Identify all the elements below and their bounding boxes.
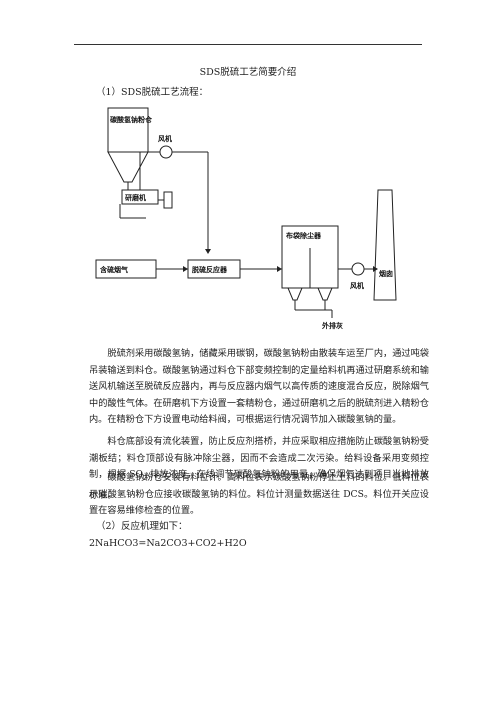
silo-label: 碳酸氢钠粉仓	[110, 115, 153, 124]
fan-top-icon	[159, 145, 173, 159]
paragraph-level-meter: 碳酸氢钠粉仓安装有料位计。高料位表示碳酸氢钠粉停止上料的料位。低料位表示碳酸氢钠…	[89, 472, 429, 517]
motor-box	[163, 191, 173, 209]
reaction-formula: 2NaHCO3=Na2CO3+CO2+H2O	[89, 538, 247, 549]
mill-label: 研磨机	[125, 193, 146, 202]
ash-label: 外排灰	[322, 321, 343, 330]
section-heading-mechanism: （2）反应机理如下：	[96, 521, 188, 532]
fan-right-icon	[351, 262, 365, 276]
chimney-label: 烟囱	[379, 269, 393, 278]
chimney-shape	[373, 189, 397, 301]
bagfilter-label: 布袋除尘器	[286, 231, 322, 240]
paragraph-process: 脱硫剂采用碳酸氢钠，储藏采用碳钢，碳酸氢钠粉由散装车运至厂内，通过吨袋吊装输送到…	[89, 348, 429, 426]
process-flow-diagram: 碳酸氢钠粉仓 风机 研磨机 含硫烟气 脱硫反应器 布袋除尘器 风机 烟囱 外排灰	[95, 107, 397, 330]
flue-gas-label: 含硫烟气	[100, 265, 128, 274]
silo-hopper	[107, 151, 149, 183]
header-rule	[74, 44, 422, 45]
silo-box	[107, 107, 149, 153]
fan-top-label: 风机	[158, 134, 172, 143]
fan-right-label: 风机	[350, 281, 364, 290]
reactor-label: 脱硫反应器	[192, 265, 228, 274]
document-title: SDS脱硫工艺简要介绍	[199, 67, 297, 78]
section-heading-process: （1）SDS脱硫工艺流程：	[96, 87, 209, 98]
paragraph-silo: 料仓底部设有流化装置，防止反应剂搭桥，并应采取相应措施防止碳酸氢钠粉受潮板结；料…	[89, 436, 430, 501]
